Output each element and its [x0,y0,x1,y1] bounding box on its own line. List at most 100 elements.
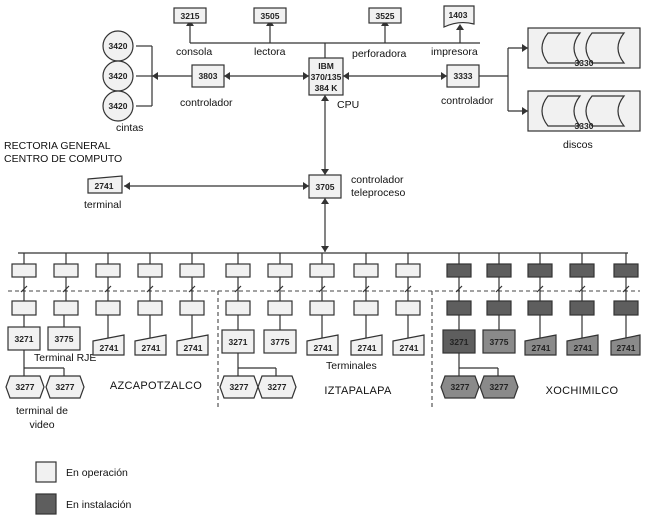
xochimilco-terminal-2: 2741 [566,334,599,356]
center-title-line2: CENTRO DE COMPUTO [4,153,122,165]
modem-top [569,263,595,278]
modem-top [225,263,251,278]
xochimilco-video-1: 3277 [440,375,480,399]
link-break-mark [578,285,586,293]
modem-bottom [527,300,553,316]
zone-azcapotzalco: AZCAPOTZALCO [110,380,202,392]
azcapotzalco-terminal-3: 2741 [176,334,209,356]
legend-operation-label: En operación [66,467,128,479]
link-break-mark [276,285,284,293]
svg-text:2741: 2741 [400,343,419,353]
xochimilco-rje-2: 3775 [482,329,516,354]
modem-top [11,263,37,278]
disk-label: discos [563,139,593,151]
legend: En operación En instalación [35,461,132,515]
teleproceso-label-1: controlador [351,174,404,186]
link-break-mark [20,285,28,293]
modem-top [395,263,421,278]
disk-lines [343,44,528,115]
link-break-mark [234,285,242,293]
azcapotzalco-terminal-2: 2741 [134,334,167,356]
modem-bottom [11,300,37,316]
disk-controller-label: controlador [441,95,494,107]
modem-top [267,263,293,278]
disk-controller-code: 3333 [454,71,473,81]
tape-lines [136,45,309,107]
legend-installation-label: En instalación [66,499,132,511]
azcapotzalco-rje-2: 3775 [47,326,81,351]
modem-top [137,263,163,278]
tape-unit-1-code: 3420 [109,41,128,51]
lectora-label: lectora [254,46,286,58]
iztapalapa-rje-2: 3775 [263,329,297,354]
disk-controller: 3333 [446,64,480,88]
xochimilco-lines [458,315,627,376]
azcapotzalco-rje-label: Terminal RJE [34,352,96,364]
iztapalapa-rje-1: 3271 [221,329,255,354]
svg-text:3277: 3277 [16,382,35,392]
link-break-mark [536,285,544,293]
legend-swatch-installation [35,493,57,515]
svg-text:2741: 2741 [314,343,333,353]
modem-top [53,263,79,278]
xochimilco-terminal-3: 2741 [610,334,641,356]
link-break-mark [362,285,370,293]
cpu-line2: 370/135 [311,72,342,82]
svg-text:3277: 3277 [490,382,509,392]
tape-unit-1: 3420 [102,30,134,62]
svg-text:3277: 3277 [451,382,470,392]
consola-label: consola [176,46,212,58]
link-break-mark [495,285,503,293]
terminales-label: Terminales [326,360,377,372]
disk-unit-2: 3330 [527,90,641,132]
disk-unit-1-code: 3330 [575,58,594,68]
modem-bottom [95,300,121,316]
tape-unit-3: 3420 [102,90,134,122]
modem-row-top [11,253,639,278]
svg-text:2741: 2741 [532,343,551,353]
link-break-mark [104,285,112,293]
modem-top [446,263,472,278]
terminal-center-code: 2741 [95,181,114,191]
cpu-line1: IBM [318,61,334,71]
center-title-line1: RECTORIA GENERAL [4,140,111,152]
link-break-mark [188,285,196,293]
iztapalapa-terminal-1: 2741 [306,334,339,356]
svg-text:2741: 2741 [142,343,161,353]
azcapotzalco-video-1: 3277 [5,375,45,399]
link-break-mark [318,285,326,293]
svg-text:3775: 3775 [271,337,290,347]
svg-text:2741: 2741 [358,343,377,353]
cpu-label: CPU [337,99,359,111]
link-break-mark [146,285,154,293]
modem-bottom [486,300,512,316]
modem-bottom [353,300,379,316]
xochimilco-video-2: 3277 [479,375,519,399]
iztapalapa-lines [237,315,409,376]
modem-bottom [395,300,421,316]
zone-xochimilco: XOCHIMILCO [546,385,619,397]
svg-text:2741: 2741 [100,343,119,353]
terminal-2741-center: 2741 [87,175,123,194]
modem-bottom [569,300,595,316]
lectora-unit: 3505 [253,7,287,24]
modem-bottom [53,300,79,316]
perforadora-label: perforadora [352,48,406,60]
consola-code: 3215 [181,11,200,21]
video-label-2: video [29,419,54,431]
tape-controller-label: controlador [180,97,233,109]
iztapalapa-terminal-3: 2741 [392,334,425,356]
top-bus-lines [186,20,480,58]
tape-controller: 3803 [191,64,225,88]
svg-text:2741: 2741 [184,343,203,353]
cpu-box: IBM 370/135 384 K [308,57,344,96]
xochimilco-terminal-1: 2741 [524,334,557,356]
svg-text:3775: 3775 [490,337,509,347]
azcapotzalco-lines [23,315,193,376]
impresora-code: 1403 [449,10,468,20]
impresora-unit: 1403 [443,5,475,28]
teleproceso-lines [124,95,329,252]
svg-text:3271: 3271 [229,337,248,347]
tape-unit-2-code: 3420 [109,71,128,81]
